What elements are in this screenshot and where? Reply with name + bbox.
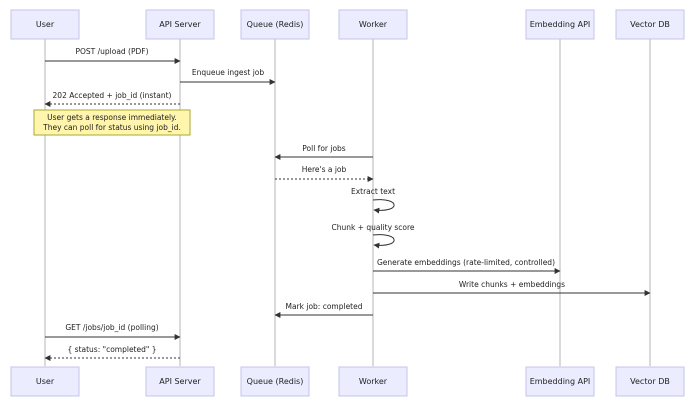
actor-user-bottom-label: User (36, 377, 55, 386)
actor-queue-bottom: Queue (Redis) (240, 366, 310, 397)
actor-vector-db-bottom: Vector DB (615, 366, 685, 397)
message-202-accepted: 202 Accepted + job_id (instant) (44, 91, 180, 107)
message-poll-for-jobs: Poll for jobs (274, 144, 373, 160)
message-extract-text: Extract text (351, 187, 395, 214)
actor-worker-bottom: Worker (338, 366, 408, 397)
message-mark-job-completed: Mark job: completed (274, 302, 373, 318)
message-write-chunks: Write chunks + embeddings (373, 280, 651, 296)
message-heres-a-job-label: Here's a job (302, 165, 347, 174)
actor-api-server-top-label: API Server (159, 20, 201, 29)
actor-worker-bottom-label: Worker (359, 377, 388, 386)
note-line-2: They can poll for status using job_id. (42, 123, 181, 132)
actor-queue-top: Queue (Redis) (240, 9, 310, 40)
actor-user-top-label: User (36, 20, 55, 29)
actor-queue-top-label: Queue (Redis) (247, 20, 304, 29)
actor-user-bottom: User (10, 366, 80, 397)
actor-vector-db-top: Vector DB (615, 9, 685, 40)
actor-worker-top-label: Worker (359, 20, 388, 29)
actor-api-server-bottom: API Server (145, 366, 215, 397)
message-write-chunks-label: Write chunks + embeddings (459, 280, 565, 289)
note-immediate-response: User gets a response immediately. They c… (33, 109, 191, 136)
message-generate-embeddings-label: Generate embeddings (rate-limited, contr… (377, 258, 555, 267)
actor-embedding-api-bottom: Embedding API (525, 366, 595, 397)
message-chunk-quality-score-label: Chunk + quality score (331, 223, 414, 232)
actor-vector-db-top-label: Vector DB (630, 20, 670, 29)
message-enqueue-job-label: Enqueue ingest job (192, 68, 264, 77)
message-heres-a-job: Here's a job (275, 165, 374, 182)
actor-embedding-api-top: Embedding API (525, 9, 595, 40)
message-status-completed-label: { status: "completed" } (68, 345, 157, 354)
actor-queue-bottom-label: Queue (Redis) (247, 377, 304, 386)
actor-vector-db-bottom-label: Vector DB (630, 377, 670, 386)
actor-user-top: User (10, 9, 80, 40)
actor-api-server-top: API Server (145, 9, 215, 40)
message-poll-for-jobs-label: Poll for jobs (302, 144, 346, 153)
message-202-accepted-label: 202 Accepted + job_id (instant) (53, 91, 172, 100)
message-status-completed: { status: "completed" } (44, 345, 180, 361)
actor-worker-top: Worker (338, 9, 408, 40)
message-extract-text-label: Extract text (351, 187, 395, 196)
message-get-jobs: GET /jobs/job_id (polling) (45, 323, 181, 340)
message-post-upload: POST /upload (PDF) (45, 47, 181, 64)
message-mark-job-completed-label: Mark job: completed (285, 302, 362, 311)
note-line-1: User gets a response immediately. (47, 113, 177, 122)
message-generate-embeddings: Generate embeddings (rate-limited, contr… (373, 258, 561, 274)
message-chunk-quality-score: Chunk + quality score (331, 223, 415, 249)
message-enqueue-job: Enqueue ingest job (180, 68, 276, 85)
actor-embedding-api-top-label: Embedding API (530, 20, 591, 29)
message-get-jobs-label: GET /jobs/job_id (polling) (65, 323, 158, 332)
actor-embedding-api-bottom-label: Embedding API (530, 377, 591, 386)
message-post-upload-label: POST /upload (PDF) (75, 47, 148, 56)
actor-api-server-bottom-label: API Server (159, 377, 201, 386)
